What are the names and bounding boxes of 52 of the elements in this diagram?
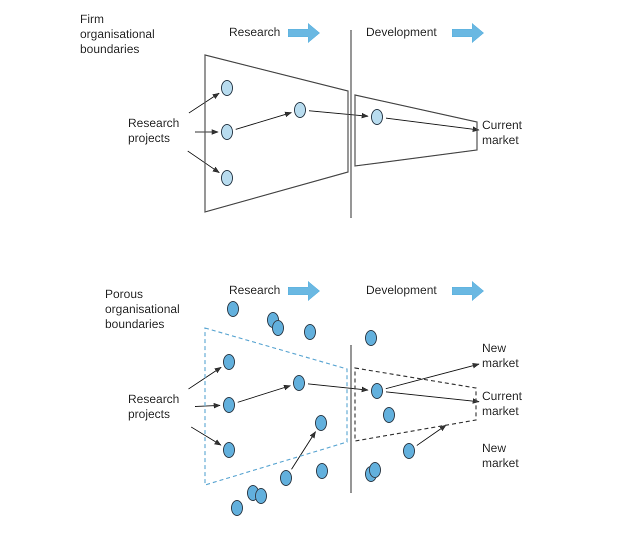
arrow [386,391,480,404]
circle-marker [231,500,243,516]
arrow [308,110,369,118]
circle-marker [304,324,316,340]
node-label: New market [482,341,530,373]
circle-marker [315,415,327,431]
arrow [308,383,369,392]
funnel-outline [355,368,476,441]
arrow [386,118,480,132]
node-label: Research projects [128,116,192,148]
funnel-outline [205,55,348,212]
funnel-outline [355,95,477,166]
text-label: Firm organisational boundaries [80,12,156,57]
text-label: Development [366,283,438,298]
text-label: Porous organisational boundaries [105,287,181,332]
circle-marker [403,443,415,459]
funnel-outline [205,328,348,485]
arrow [188,92,220,114]
text-label: Research [229,25,282,40]
circle-marker [221,80,233,96]
circle-marker [255,488,267,504]
circle-marker [294,102,306,118]
circle-marker [371,109,383,125]
text-label: Research [229,283,282,298]
arrow [190,426,222,446]
circle-marker [227,301,239,317]
circle-marker [221,124,233,140]
arrow [385,363,480,390]
text-label: New market [482,441,520,471]
arrow [235,112,292,130]
circle-marker [272,320,284,336]
circle-marker [293,375,305,391]
circle-marker [371,383,383,399]
arrow [188,366,222,390]
circle-marker [221,170,233,186]
circle-marker [383,407,395,423]
arrow [194,129,219,135]
circle-marker [223,354,235,370]
arrow [237,384,291,403]
node-label: Current market [482,389,538,421]
circle-marker [365,330,377,346]
arrow [416,424,447,446]
circle-marker [223,397,235,413]
arrow [194,402,221,408]
arrow [291,431,316,470]
arrow [187,150,220,174]
node-label: Current market [482,118,538,150]
circle-marker [280,470,292,486]
circle-marker [223,442,235,458]
circle-marker [316,463,328,479]
node-label: Research projects [128,392,192,424]
text-label: Development [366,25,438,40]
